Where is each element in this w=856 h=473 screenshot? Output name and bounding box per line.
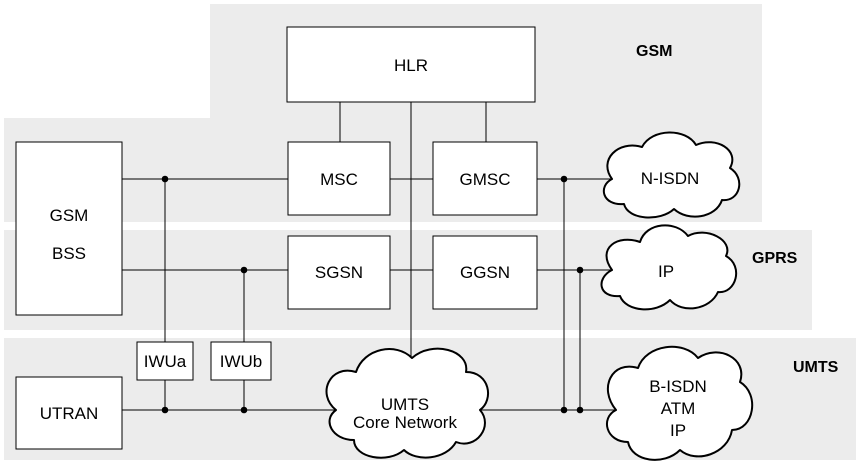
ip-label: IP bbox=[658, 262, 674, 281]
n-isdn-cloud: N-ISDN bbox=[602, 131, 741, 219]
sgsn-node: SGSN bbox=[287, 235, 391, 310]
gsm-band bbox=[4, 4, 762, 222]
b-isdn-label-line2: ATM bbox=[661, 399, 696, 418]
msc-node: MSC bbox=[287, 141, 391, 216]
gsm-bss-label-line1: GSM bbox=[50, 206, 89, 225]
gsm-bss-node: GSM BSS bbox=[15, 141, 123, 316]
junction-dots bbox=[161, 175, 584, 414]
ggsn-label: GGSN bbox=[460, 263, 510, 282]
iwua-label: IWUa bbox=[144, 352, 187, 371]
connection-lines bbox=[122, 102, 616, 411]
gprs-domain-label: GPRS bbox=[752, 250, 798, 267]
umts-core-label-line2: Core Network bbox=[353, 413, 457, 432]
hlr-node: HLR bbox=[286, 26, 536, 103]
b-isdn-label-line3: IP bbox=[670, 421, 686, 440]
b-isdn-cloud: B-ISDN ATM IP bbox=[606, 345, 754, 461]
gmsc-node: GMSC bbox=[432, 141, 538, 216]
utran-label: UTRAN bbox=[40, 404, 99, 423]
gmsc-label: GMSC bbox=[460, 170, 511, 189]
iwua-node: IWUa bbox=[136, 341, 194, 381]
sgsn-label: SGSN bbox=[315, 263, 363, 282]
iwub-label: IWUb bbox=[220, 352, 263, 371]
utran-node: UTRAN bbox=[15, 376, 123, 450]
iwub-node: IWUb bbox=[210, 341, 272, 381]
ggsn-node: GGSN bbox=[432, 235, 538, 310]
umts-domain-label: UMTS bbox=[793, 359, 839, 376]
umts-core-network-cloud: UMTS Core Network bbox=[325, 347, 489, 459]
umts-core-label-line1: UMTS bbox=[381, 395, 429, 414]
n-isdn-label: N-ISDN bbox=[641, 169, 700, 188]
gsm-domain-label: GSM bbox=[636, 43, 672, 60]
gsm-bss-label-line2: BSS bbox=[52, 244, 86, 263]
msc-label: MSC bbox=[320, 170, 358, 189]
ip-cloud: IP bbox=[600, 224, 737, 311]
b-isdn-label-line1: B-ISDN bbox=[649, 377, 707, 396]
hlr-label: HLR bbox=[394, 56, 428, 75]
